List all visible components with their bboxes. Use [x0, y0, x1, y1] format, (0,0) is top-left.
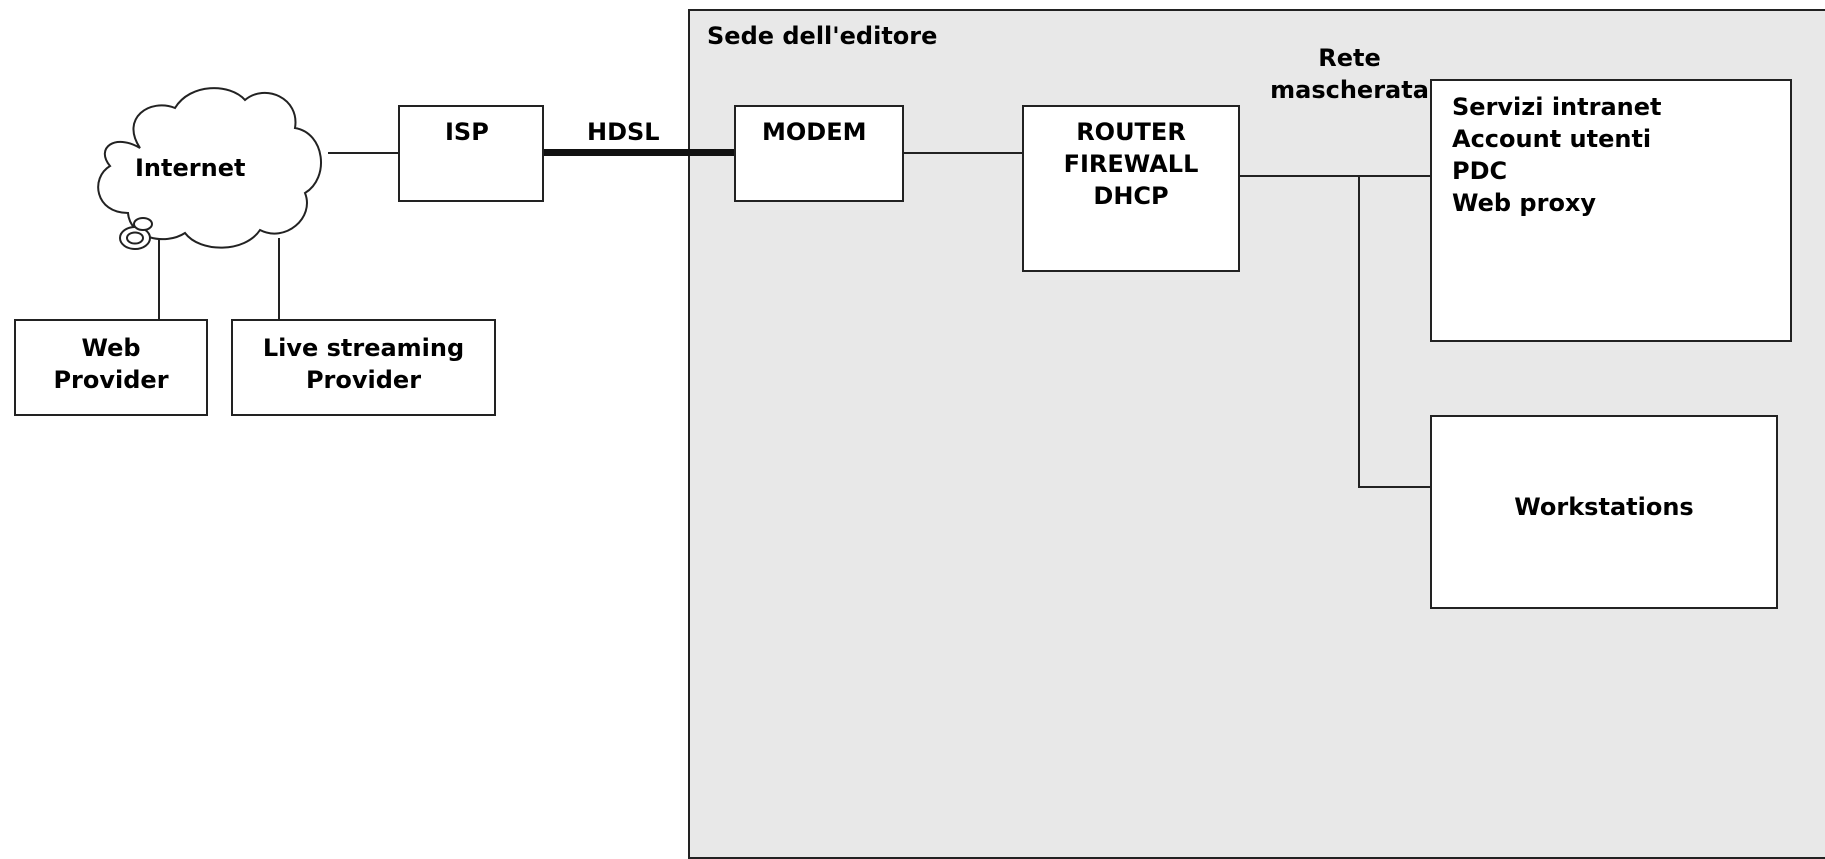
premises-label: Sede dell'editore — [707, 22, 938, 50]
workstations-node — [1430, 415, 1778, 609]
modem-node — [734, 105, 904, 202]
streaming-provider-node — [231, 319, 496, 416]
streaming-provider-label-line1: Live streaming — [262, 334, 465, 362]
server-service-intranet: Servizi intranet — [1452, 93, 1662, 121]
hdsl-link — [544, 149, 734, 156]
isp-node — [398, 105, 544, 202]
server-service-web-proxy: Web proxy — [1452, 189, 1597, 217]
internet-isp-link — [328, 152, 398, 154]
internet-label: Internet — [135, 154, 246, 182]
internet-cloud-icon — [97, 87, 322, 250]
masked-network-label-line2: mascherata — [1270, 76, 1429, 104]
intranet-server-node — [1430, 79, 1792, 342]
server-service-pdc: PDC — [1452, 157, 1508, 185]
modem-label: MODEM — [762, 118, 867, 146]
lan-backbone — [1358, 175, 1360, 487]
masked-network-label-line1: Rete — [1318, 44, 1381, 72]
lan-workstations-link — [1358, 486, 1430, 488]
dhcp-label: DHCP — [1093, 182, 1169, 210]
internet-web-provider-link — [158, 240, 160, 319]
workstations-label: Workstations — [1514, 493, 1694, 521]
router-firewall-dhcp-node — [1022, 105, 1240, 272]
streaming-provider-label-line2: Provider — [305, 366, 422, 394]
isp-label: ISP — [445, 118, 489, 146]
router-lan-link — [1240, 175, 1430, 177]
modem-router-link — [904, 152, 1022, 154]
internet-streaming-provider-link — [278, 238, 280, 319]
web-provider-label-line1: Web — [81, 334, 141, 362]
firewall-label: FIREWALL — [1063, 150, 1199, 178]
web-provider-label-line2: Provider — [53, 366, 169, 394]
server-service-accounts: Account utenti — [1452, 125, 1652, 153]
web-provider-node — [14, 319, 208, 416]
router-label: ROUTER — [1076, 118, 1186, 146]
hdsl-label: HDSL — [587, 118, 660, 146]
